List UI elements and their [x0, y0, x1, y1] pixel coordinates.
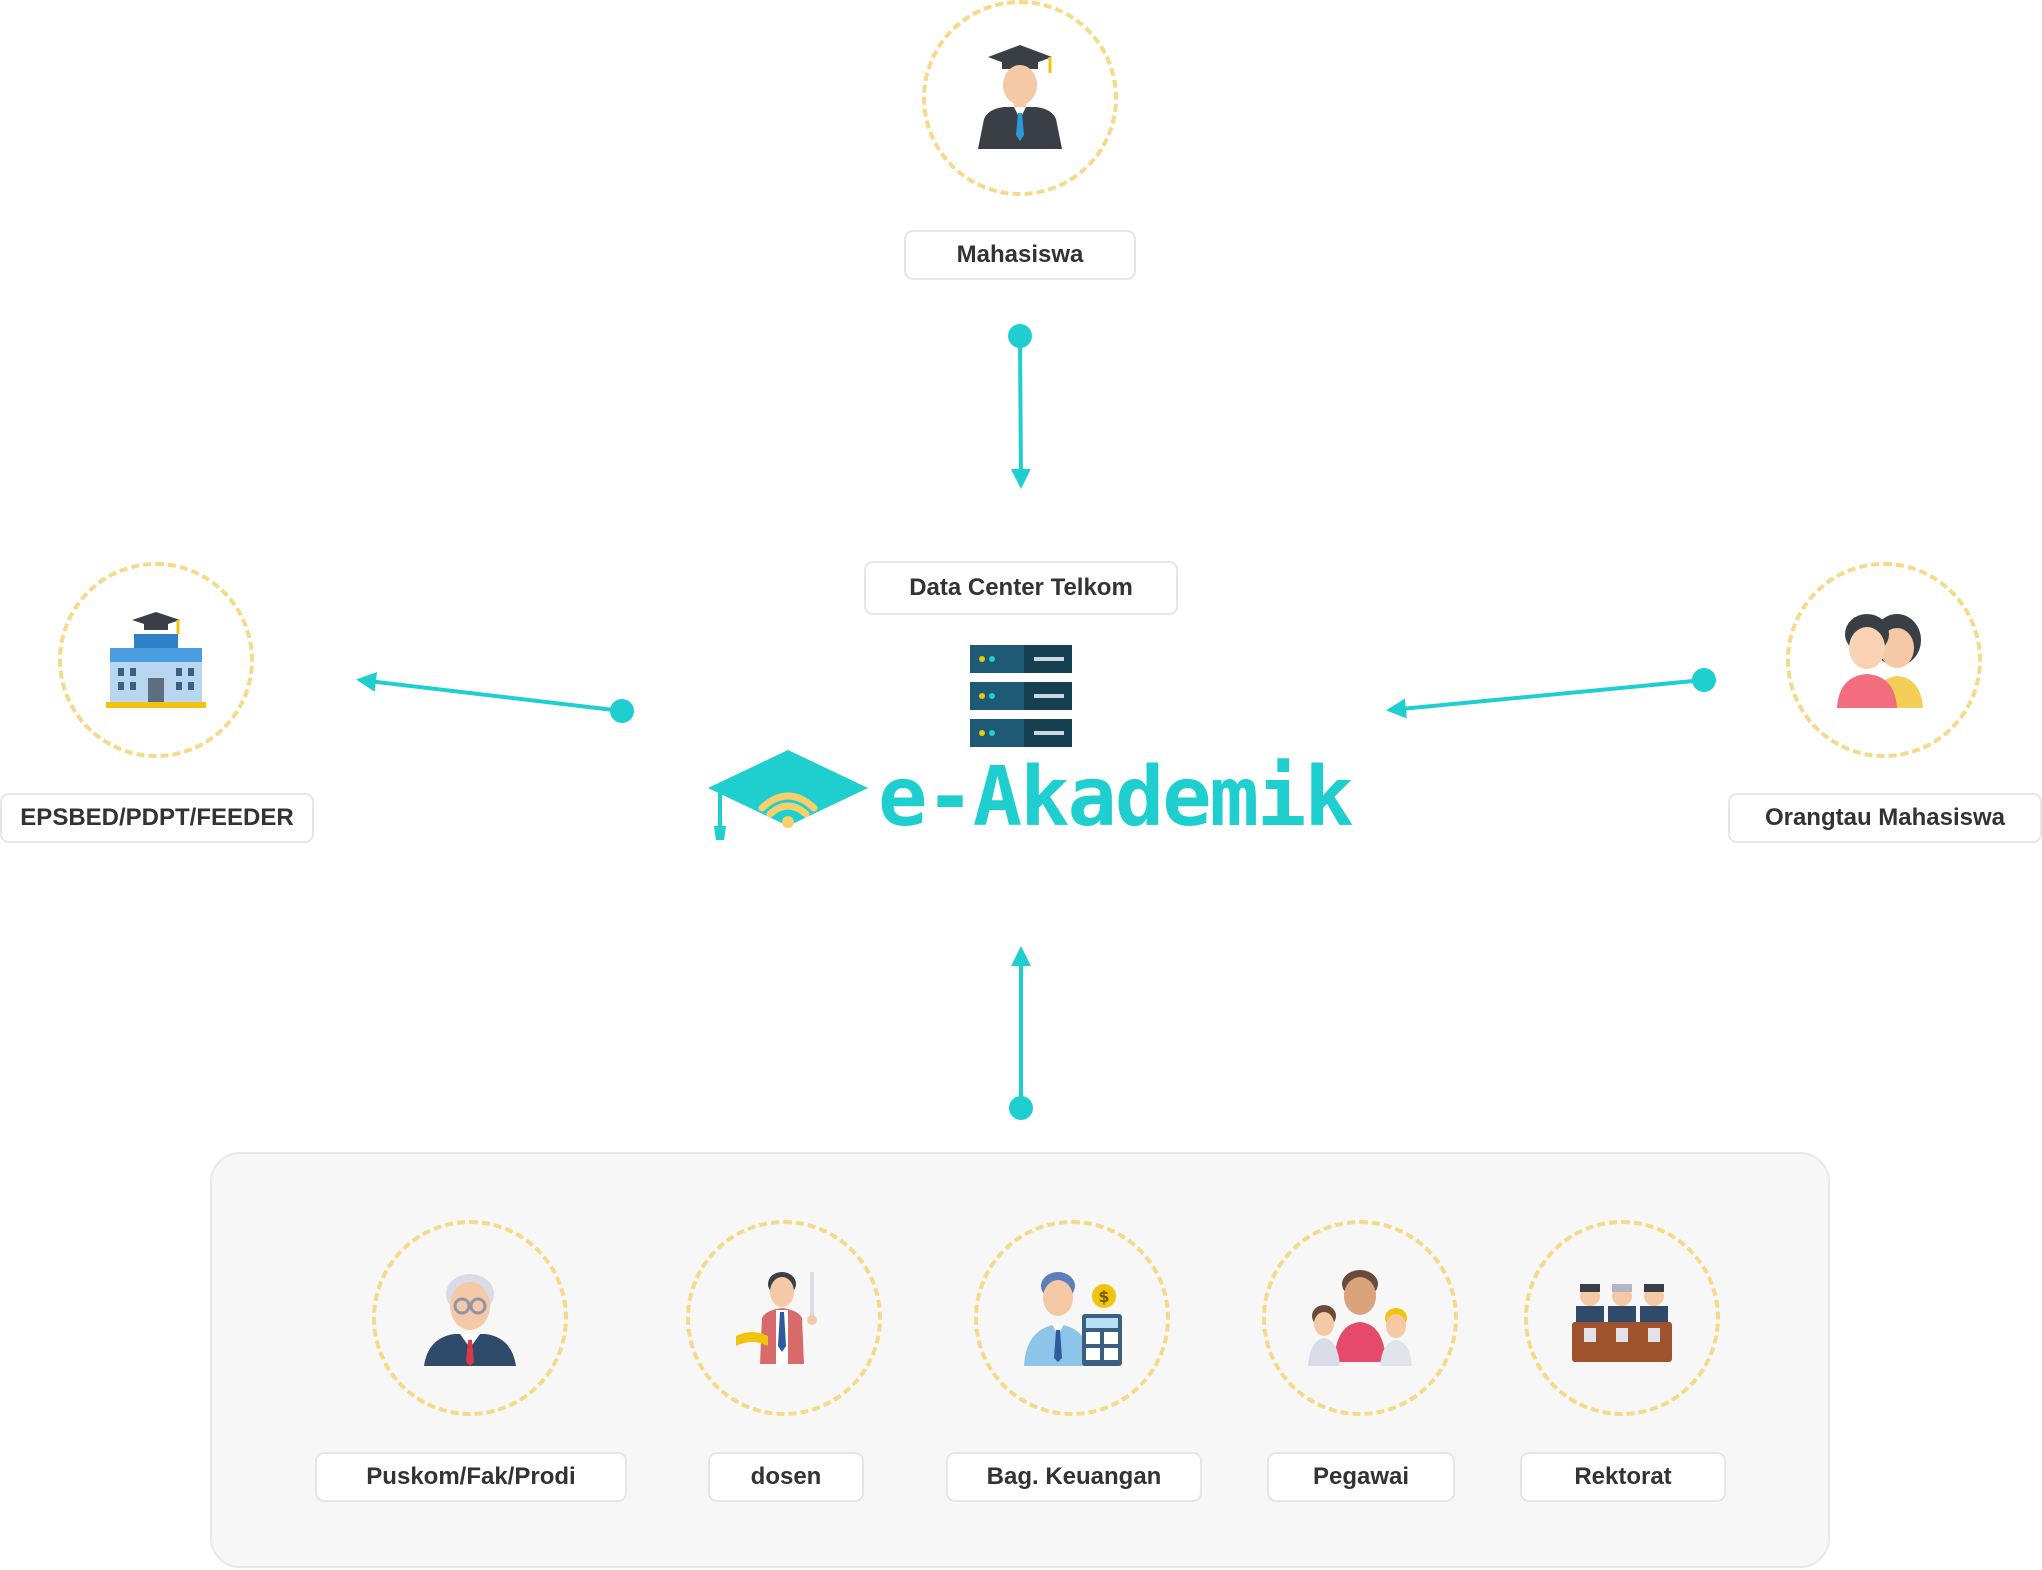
connector-arrow — [356, 671, 623, 713]
university-building-icon — [106, 612, 206, 708]
graduate-icon — [978, 45, 1062, 149]
graduation-cap-wifi-icon — [708, 750, 868, 840]
old-man-icon — [424, 1274, 516, 1366]
orangtau-label: Orangtau Mahasiswa — [1728, 793, 2042, 843]
pegawai-circle — [1262, 1220, 1458, 1416]
rektorat-circle — [1524, 1220, 1720, 1416]
epsbed-circle — [58, 562, 254, 758]
pegawai-label: Pegawai — [1267, 1452, 1455, 1502]
keuangan-circle: $ — [974, 1220, 1170, 1416]
rektorat-label: Rektorat — [1520, 1452, 1726, 1502]
connector-orangtau — [1386, 668, 1716, 719]
connector-mahasiswa — [1008, 324, 1032, 489]
mahasiswa-circle — [922, 0, 1118, 196]
puskom-circle — [372, 1220, 568, 1416]
datacenter-label: Data Center Telkom — [864, 561, 1178, 615]
parents-icon — [1837, 614, 1923, 708]
server-rack-icon — [970, 645, 1072, 747]
accountant-icon: $ — [1024, 1272, 1122, 1366]
orangtau-circle — [1786, 562, 1982, 758]
connector-group — [1009, 946, 1033, 1120]
connector-arrow — [1010, 335, 1031, 489]
epsbed-label: EPSBED/PDPT/FEEDER — [0, 793, 314, 843]
mahasiswa-label: Mahasiswa — [904, 230, 1136, 280]
dosen-label: dosen — [708, 1452, 864, 1502]
dosen-circle — [686, 1220, 882, 1416]
keuangan-label: Bag. Keuangan — [946, 1452, 1202, 1502]
puskom-label: Puskom/Fak/Prodi — [315, 1452, 627, 1502]
employees-icon — [1308, 1270, 1412, 1366]
brand-logo-text: e-Akademik — [878, 750, 1354, 845]
connector-arrow — [1386, 678, 1705, 719]
svg-text:$: $ — [1098, 1287, 1109, 1306]
board-meeting-icon — [1572, 1284, 1672, 1362]
teacher-icon — [736, 1272, 817, 1364]
connector-epsbed — [356, 671, 634, 723]
